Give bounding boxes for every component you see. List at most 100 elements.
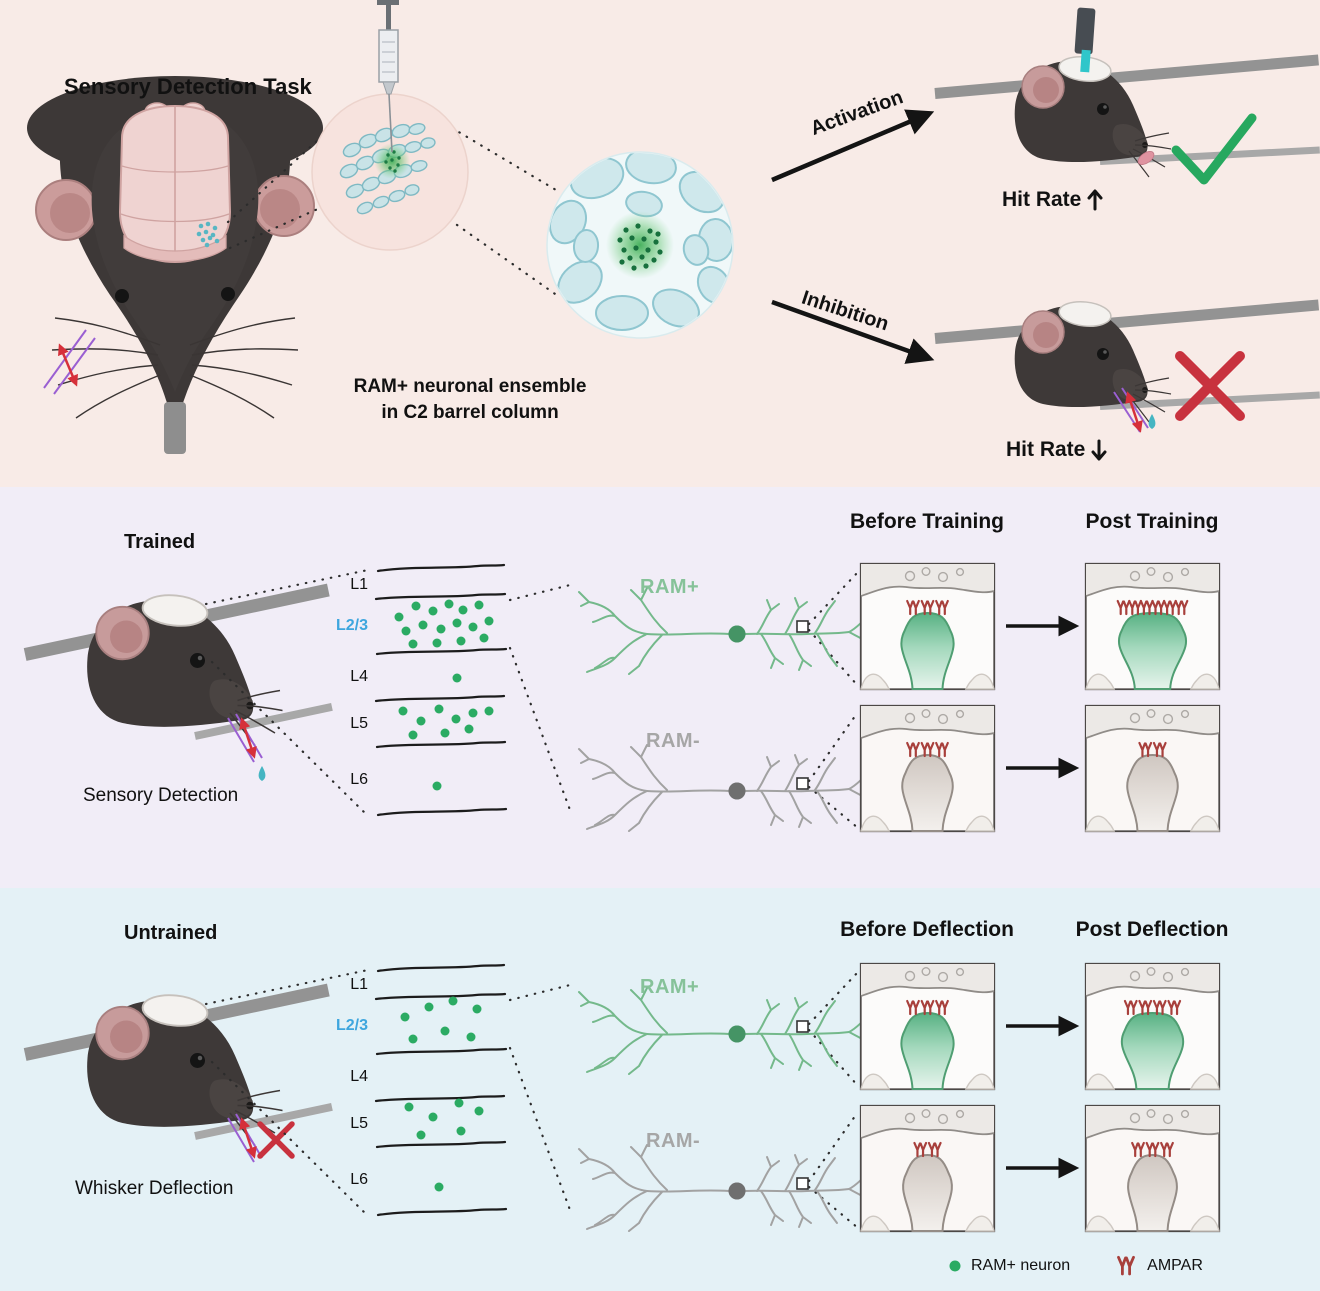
hit-rate-down-label: Hit Rate bbox=[1006, 438, 1086, 461]
ampar-icon bbox=[1152, 741, 1167, 758]
whisker-deflection-marker bbox=[227, 1113, 263, 1163]
dotted-connectors-top bbox=[226, 126, 560, 298]
barrel-cortex-patch bbox=[196, 221, 220, 248]
ampar-icon bbox=[1160, 1141, 1174, 1158]
synapse-trained-ram-plus-before bbox=[859, 562, 996, 691]
ampar-icon bbox=[1138, 999, 1153, 1016]
ampar-icon bbox=[906, 599, 920, 616]
before-training-title: Before Training bbox=[849, 510, 1005, 533]
layer-label-l6: L6 bbox=[350, 771, 368, 788]
mouse-activation bbox=[934, 7, 1320, 178]
ampar-icon bbox=[920, 599, 935, 616]
post-deflection-title: Post Deflection bbox=[1075, 918, 1229, 941]
untrained-panel-art bbox=[23, 963, 1080, 1232]
ram-plus-neuron bbox=[578, 587, 870, 675]
deflection-arrow-icon bbox=[239, 717, 257, 759]
legend-ram-neuron-label: RAM+ neuron bbox=[971, 1257, 1071, 1274]
legend-ampar-label: AMPAR bbox=[1147, 1257, 1203, 1274]
hit-rate-up: Hit Rate bbox=[1002, 188, 1104, 212]
ensemble-caption-line1: RAM+ neuronal ensemble bbox=[353, 376, 587, 397]
barrel-field-inset bbox=[311, 0, 469, 251]
ram-plus-label: RAM+ bbox=[640, 576, 700, 598]
whisker-deflection-marker bbox=[1113, 387, 1149, 433]
hit-rate-down: Hit Rate bbox=[1006, 438, 1108, 462]
ampar-icon bbox=[1117, 1255, 1136, 1276]
ampar-icon bbox=[906, 741, 920, 758]
ampar-icon bbox=[920, 741, 935, 758]
activation-arrow bbox=[771, 109, 935, 183]
up-arrow-icon bbox=[1087, 189, 1103, 211]
mouse-inhibition bbox=[934, 298, 1320, 433]
deflection-arrow-icon bbox=[1125, 391, 1143, 433]
ram-minus-label: RAM- bbox=[646, 730, 701, 752]
ampar-icon bbox=[1138, 741, 1153, 758]
layer-label-l1: L1 bbox=[350, 976, 368, 993]
layer-label-l1: L1 bbox=[350, 576, 368, 593]
dotted-connectors-untrained bbox=[204, 968, 860, 1230]
synapse-trained-ram-minus-post bbox=[1084, 704, 1221, 833]
legend: RAM+ neuron AMPAR bbox=[948, 1254, 1203, 1278]
ensemble-caption-line2: in C2 barrel column bbox=[381, 402, 559, 423]
whisker-deflection-marker bbox=[227, 713, 263, 763]
post-training-title: Post Training bbox=[1085, 510, 1219, 533]
ampar-icon bbox=[935, 741, 949, 758]
optic-fiber-icon bbox=[1074, 7, 1096, 73]
ampar-icon bbox=[1116, 599, 1131, 616]
layer-label-l5: L5 bbox=[350, 1115, 368, 1132]
ram-minus-soma bbox=[728, 782, 746, 800]
ram-dots-untrained bbox=[400, 996, 484, 1192]
layer-label-l23: L2/3 bbox=[335, 617, 368, 634]
untrained-title: Untrained bbox=[124, 922, 218, 944]
hit-rate-up-label: Hit Rate bbox=[1002, 188, 1082, 211]
ampar-icon bbox=[1152, 999, 1167, 1016]
ram-neuron-dot-icon bbox=[949, 1260, 961, 1272]
cortical-layers-untrained bbox=[374, 963, 508, 1217]
synapse-marker-square bbox=[796, 777, 809, 790]
cortical-layers-trained bbox=[374, 563, 508, 817]
ampar-icon bbox=[920, 999, 935, 1016]
ampar-icon bbox=[913, 1141, 928, 1158]
ram-plus-neuron bbox=[578, 987, 870, 1075]
ram-plus-soma bbox=[728, 625, 746, 643]
synapse-marker-square bbox=[796, 1177, 809, 1190]
c2-column-inset bbox=[546, 151, 734, 339]
top-panel-art bbox=[27, 0, 1320, 454]
synapse-marker-square bbox=[796, 620, 809, 633]
ampar-icon bbox=[935, 999, 949, 1016]
synapse-untrained-ram-plus-post bbox=[1084, 962, 1221, 1091]
mouse-top-view bbox=[27, 76, 323, 454]
mouse-ear-right bbox=[253, 175, 315, 237]
ampar-icon bbox=[1151, 599, 1166, 616]
ensemble-dots-large bbox=[617, 223, 663, 271]
synapse-untrained-ram-minus-before bbox=[859, 1104, 996, 1233]
mouse-trained bbox=[23, 583, 333, 781]
exposed-brain bbox=[118, 102, 232, 264]
trained-panel-art bbox=[23, 563, 1080, 832]
mouse-eye-left bbox=[115, 289, 129, 303]
before-deflection-title: Before Deflection bbox=[840, 918, 1014, 941]
top-panel-title: Sensory Detection Task bbox=[64, 74, 312, 99]
lick-tube bbox=[164, 402, 186, 454]
layer-label-l6: L6 bbox=[350, 1171, 368, 1188]
deflection-arrow-icon bbox=[58, 343, 78, 387]
ampar-icon bbox=[1131, 1141, 1145, 1158]
ampar-icon bbox=[1167, 999, 1182, 1016]
layer-label-l4: L4 bbox=[350, 1068, 368, 1085]
layer-label-l5: L5 bbox=[350, 715, 368, 732]
ram-plus-label: RAM+ bbox=[640, 976, 700, 998]
syringe-icon bbox=[377, 0, 399, 153]
deflection-arrow-icon bbox=[239, 1117, 257, 1159]
synapse-trained-ram-plus-post bbox=[1084, 562, 1221, 691]
cross-icon bbox=[1175, 351, 1245, 421]
no-reward-cross-icon bbox=[257, 1121, 295, 1159]
tongue bbox=[1137, 151, 1155, 165]
trained-title: Trained bbox=[124, 531, 196, 553]
check-icon bbox=[1171, 113, 1257, 185]
cortical-cells bbox=[549, 153, 732, 331]
ampar-icon bbox=[1123, 999, 1138, 1016]
ensemble-dots-small bbox=[384, 150, 401, 173]
synapse-untrained-ram-plus-before bbox=[859, 962, 996, 1091]
ampar-icon bbox=[1128, 599, 1142, 616]
synapse-trained-ram-minus-before bbox=[859, 704, 996, 833]
